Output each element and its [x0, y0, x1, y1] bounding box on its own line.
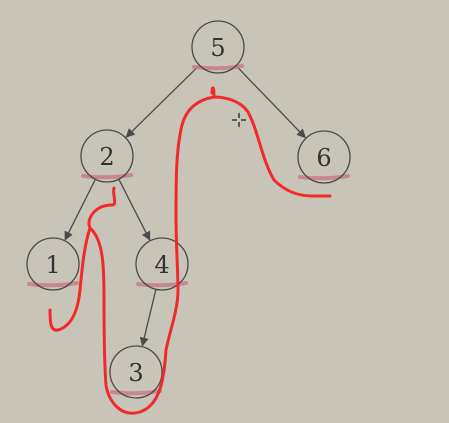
node-label: 4: [154, 251, 169, 279]
node-label: 3: [128, 359, 143, 387]
node-label: 2: [99, 143, 114, 171]
node-underline-4: [136, 281, 188, 288]
node-circle: [26, 237, 80, 291]
tree-edge-5-2: [125, 64, 200, 138]
tree-node-1: 1: [26, 237, 80, 291]
tree-edge-2-1: [64, 178, 96, 241]
node-circle: [80, 129, 134, 183]
node-underlines: [27, 64, 350, 396]
tree-edge-2-4: [118, 178, 151, 241]
traversal-annotation-stroke: [48, 86, 332, 415]
tree-edge-5-6: [235, 65, 306, 139]
tree-node-5: 5: [191, 20, 245, 74]
node-underline-3: [110, 389, 162, 396]
crosshair-move-icon: [232, 113, 246, 127]
node-circle: [297, 130, 351, 184]
tree-node-4: 4: [135, 237, 189, 291]
node-circle: [135, 237, 189, 291]
node-label: 6: [316, 144, 331, 172]
node-underline-6: [298, 174, 350, 181]
node-circle: [191, 20, 245, 74]
node-circle: [109, 345, 163, 399]
node-underline-2: [81, 173, 133, 180]
tree-edge-4-3: [139, 289, 157, 347]
cursor-crosshair: [232, 113, 246, 127]
node-underline-5: [192, 64, 244, 71]
tree-edges: [64, 64, 306, 347]
node-label: 1: [45, 251, 60, 279]
node-label: 5: [210, 34, 225, 62]
tree-node-2: 2: [80, 129, 134, 183]
tree-nodes: 5 2 6 1 4 3: [26, 20, 351, 399]
tree-node-3: 3: [109, 345, 163, 399]
node-underline-1: [27, 281, 79, 288]
tree-node-6: 6: [297, 130, 351, 184]
